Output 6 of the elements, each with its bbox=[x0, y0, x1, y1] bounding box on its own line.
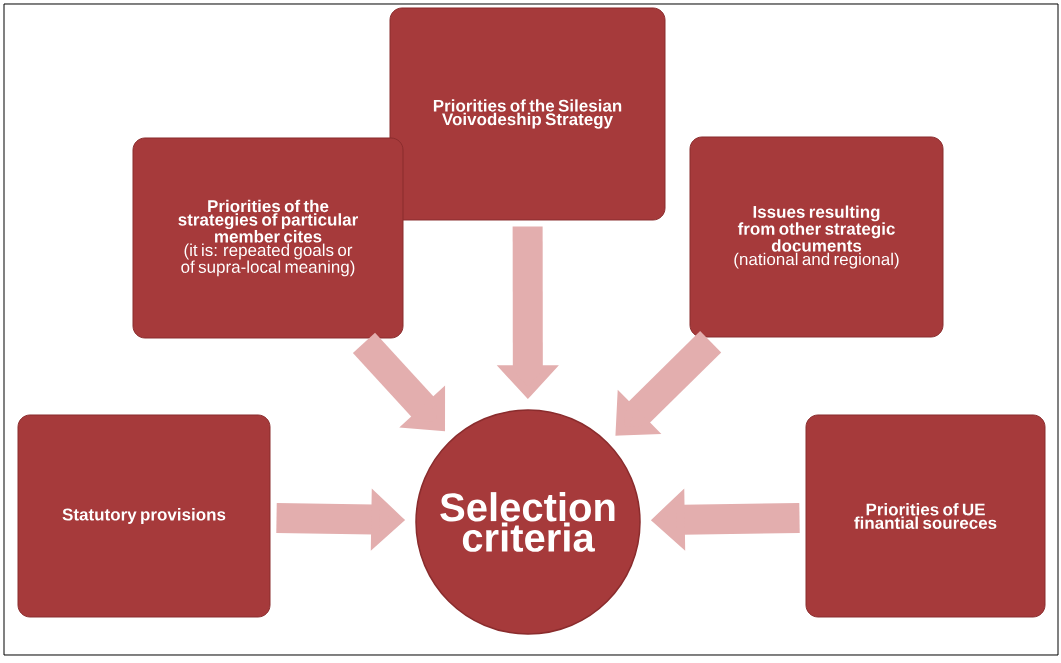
source-box: Issues resulting from other strategic documents (national and regional) bbox=[689, 136, 944, 338]
source-box: Priorities of the Silesian Voivodeship Strategy bbox=[389, 7, 666, 221]
source-box: Priorities of UE finantial soureces bbox=[805, 414, 1046, 618]
source-box: Statutory provisions bbox=[17, 414, 271, 618]
source-box: Priorities of the strategies of particular member cites (it is: repeated goals or of supra-local meaning) bbox=[132, 137, 404, 339]
block-arrow bbox=[615, 331, 722, 436]
